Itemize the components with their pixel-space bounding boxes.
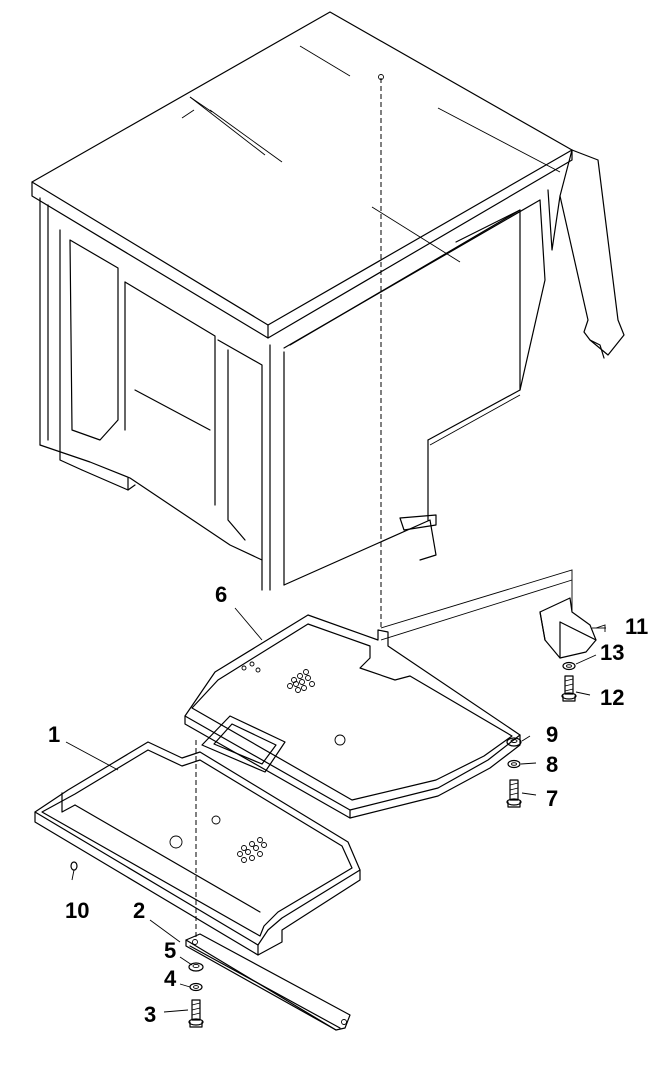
callout-6: 6 [215,582,227,607]
washer-13 [562,661,576,671]
bolt-12 [561,675,577,702]
callout-12: 12 [600,685,624,710]
cab-body [31,11,625,591]
washer-8 [507,759,521,769]
callout-1: 1 [48,722,60,747]
callout-11: 11 [625,614,648,639]
bolt-7 [506,779,522,808]
vent-holes-lower [237,837,267,863]
clip-10 [70,861,78,871]
callout-9: 9 [546,722,558,747]
washer-4 [189,982,203,992]
bracket-11 [539,597,606,659]
callout-10: 10 [65,898,89,923]
callout-3: 3 [144,1002,156,1027]
callout-4: 4 [164,966,177,991]
callout-5: 5 [164,938,176,963]
floor-mat-upper [184,614,521,819]
washer-9 [506,737,522,747]
rail [185,933,351,1031]
callout-2: 2 [133,898,145,923]
leader-lines [65,607,606,1013]
washer-5 [188,962,204,972]
callout-8: 8 [546,752,558,777]
callout-13: 13 [600,640,624,665]
bolt-3 [188,999,204,1028]
floor-mat-lower [34,741,361,956]
vent-holes-upper [241,661,315,693]
callout-7: 7 [546,786,558,811]
